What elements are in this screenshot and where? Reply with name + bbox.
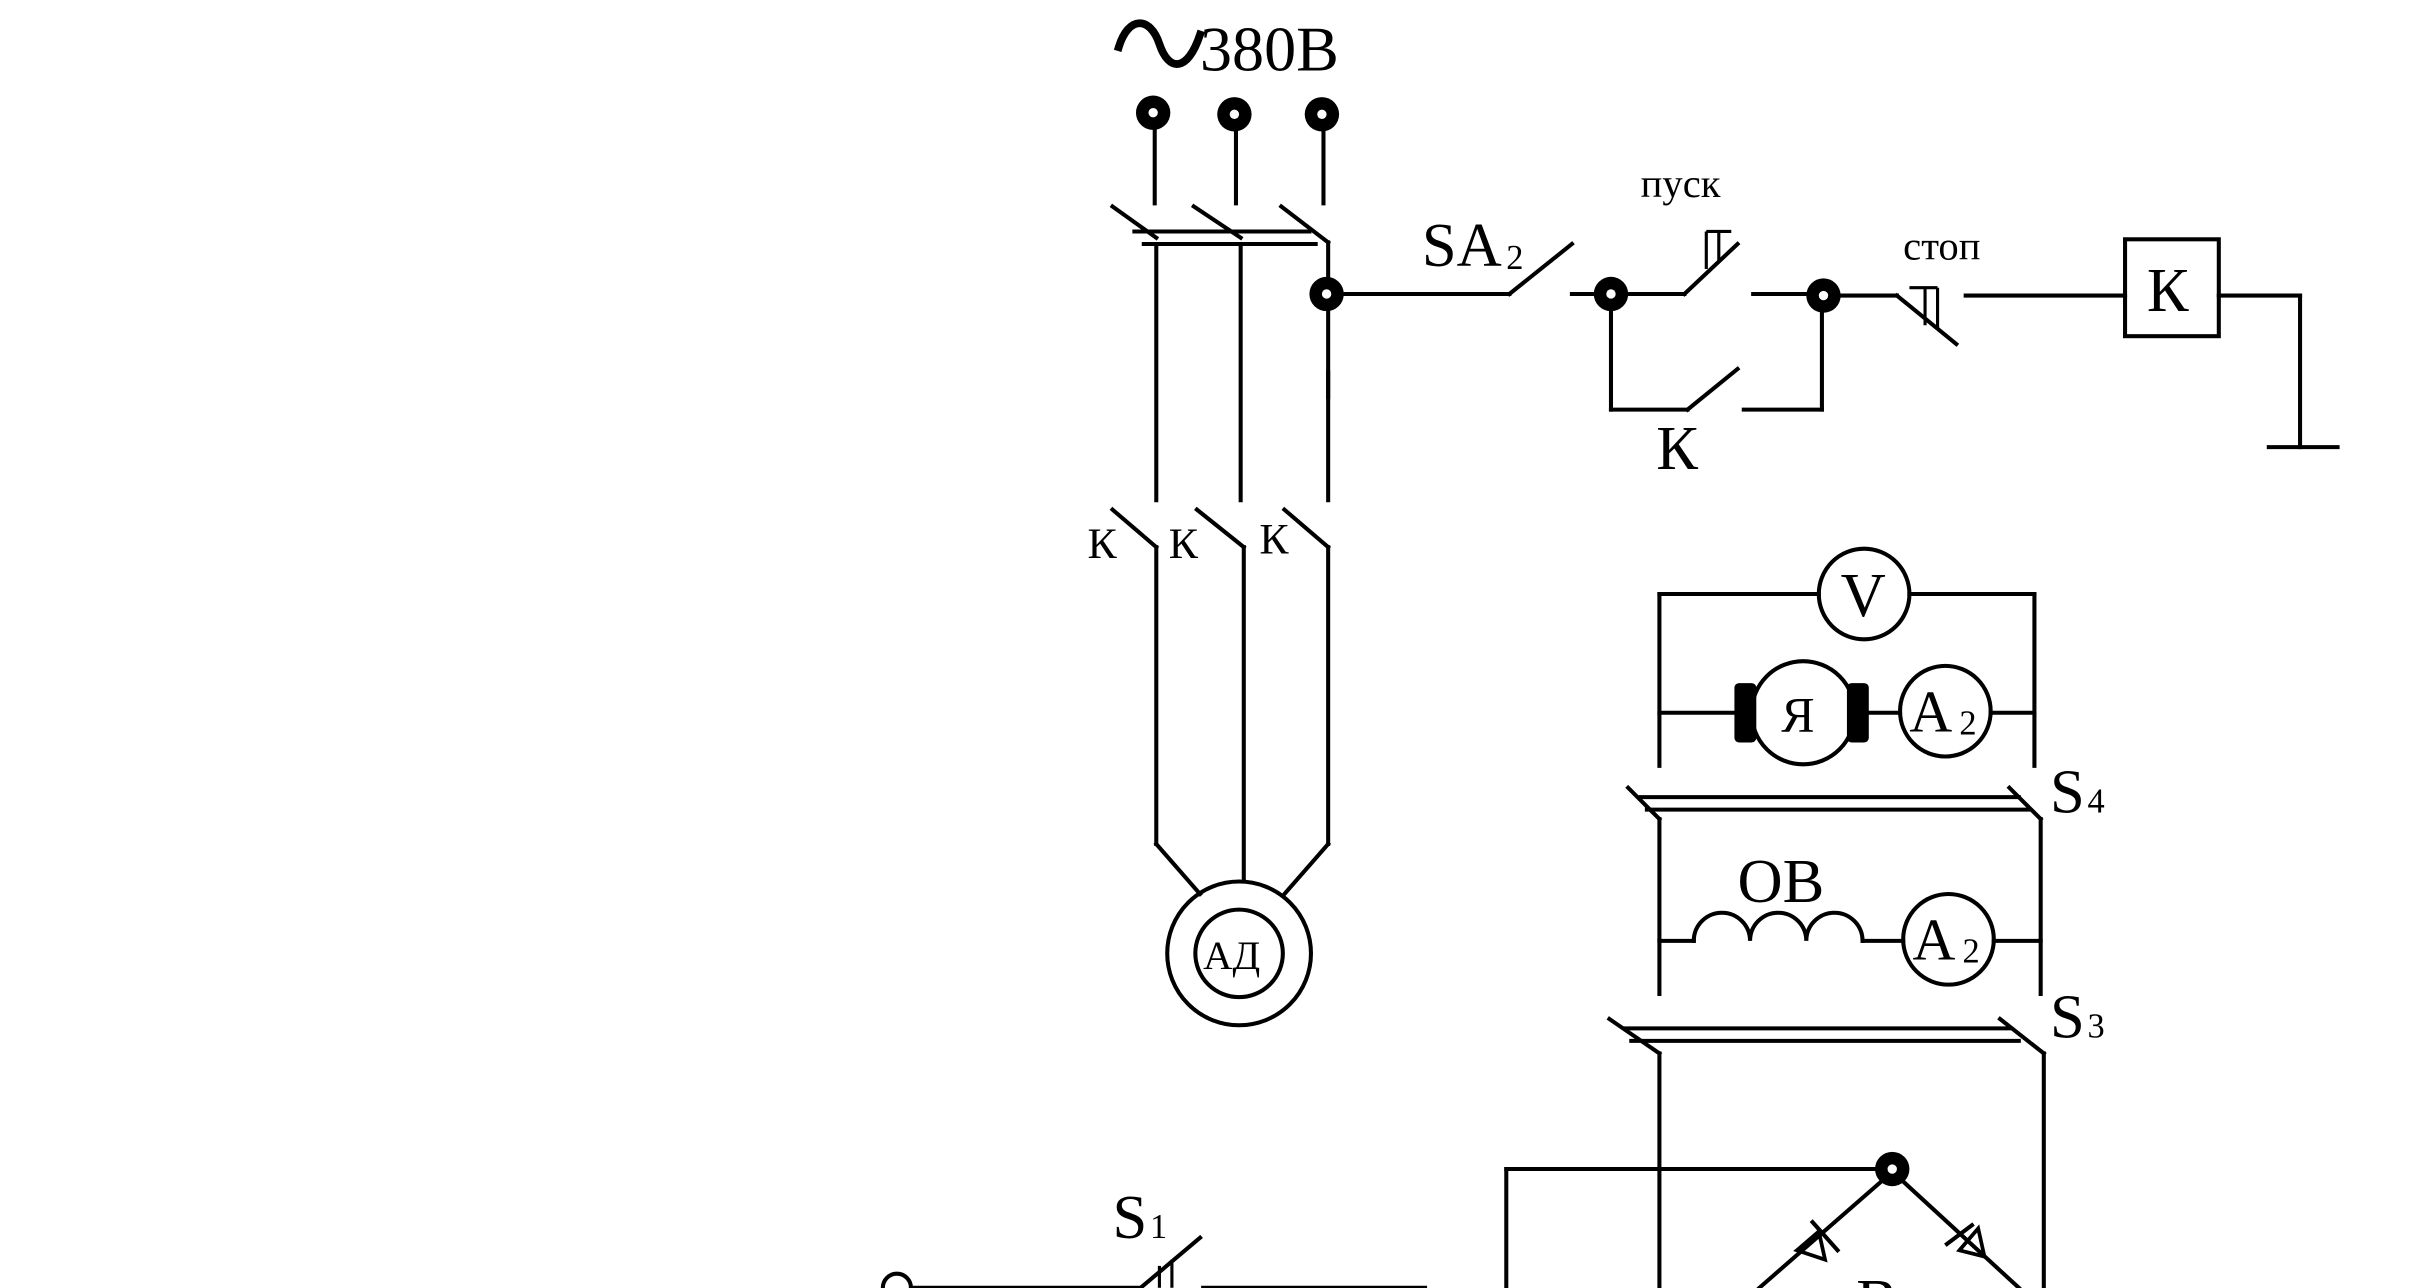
sa2-label: SA <box>1422 210 1502 280</box>
s3-label: S <box>2050 982 2085 1052</box>
voltmeter-label: V <box>1841 560 1886 630</box>
motor-label: АД <box>1203 933 1260 978</box>
armature-label: Я <box>1781 687 1814 743</box>
hold-contact-label: К <box>1656 413 1698 483</box>
s4-subscript: 4 <box>2088 783 2105 821</box>
ac-sine-icon <box>1113 19 1205 68</box>
control-circuit: SA 2 пуск К <box>1309 161 2340 483</box>
supply-terminals <box>1135 95 1340 206</box>
rectifier-bridge: В <box>1504 1151 2022 1288</box>
contact-label-3: К <box>1259 515 1289 563</box>
switch-s3: S 3 <box>1606 982 2105 1057</box>
brush-right <box>1846 683 1869 743</box>
voltage-text: 380В <box>1200 14 1339 85</box>
power-contacts: К К К <box>1088 506 1332 897</box>
switch-s1: S 1 <box>880 1182 1428 1288</box>
contact-label-2: К <box>1169 520 1199 568</box>
main-switch-qf <box>1109 203 1332 503</box>
brush-left <box>1734 683 1757 743</box>
contact-label-1: К <box>1088 520 1118 568</box>
ammeter2-label: А <box>1913 907 1956 973</box>
ammeter2-subscript: 2 <box>1963 933 1980 971</box>
dc-circuit: V Я А 2 S 4 ОВ А 2 <box>1504 546 2105 1288</box>
stop-button: стоп <box>1894 224 1980 347</box>
field-winding <box>1691 910 1865 943</box>
s1-subscript: 1 <box>1150 1208 1167 1246</box>
bottom-letter: В <box>1856 1266 1898 1288</box>
start-button: пуск <box>1641 161 1741 297</box>
s3-subscript: 3 <box>2088 1008 2105 1046</box>
supply-voltage-label: 380В <box>1113 14 1339 85</box>
s1-label: S <box>1113 1182 1148 1252</box>
coil-k <box>2123 237 2221 339</box>
field-label: ОВ <box>1738 846 1825 916</box>
ammeter1-label: А <box>1909 679 1952 745</box>
induction-motor: АД <box>1165 879 1314 1028</box>
diode-right <box>1944 1222 1987 1260</box>
ammeter1-subscript: 2 <box>1959 705 1976 743</box>
stop-label: стоп <box>1903 224 1980 269</box>
terminal-s1 <box>880 1271 913 1288</box>
switch-s4: S 4 <box>1625 757 2105 827</box>
s4-label: S <box>2050 757 2085 827</box>
start-label: пуск <box>1641 161 1721 206</box>
sa2-subscript: 2 <box>1506 239 1523 277</box>
diode-left <box>1793 1219 1841 1263</box>
switch-sa2 <box>1506 241 1575 297</box>
hold-contact-k: К <box>1608 309 1824 483</box>
coil-label: К <box>2147 255 2189 325</box>
